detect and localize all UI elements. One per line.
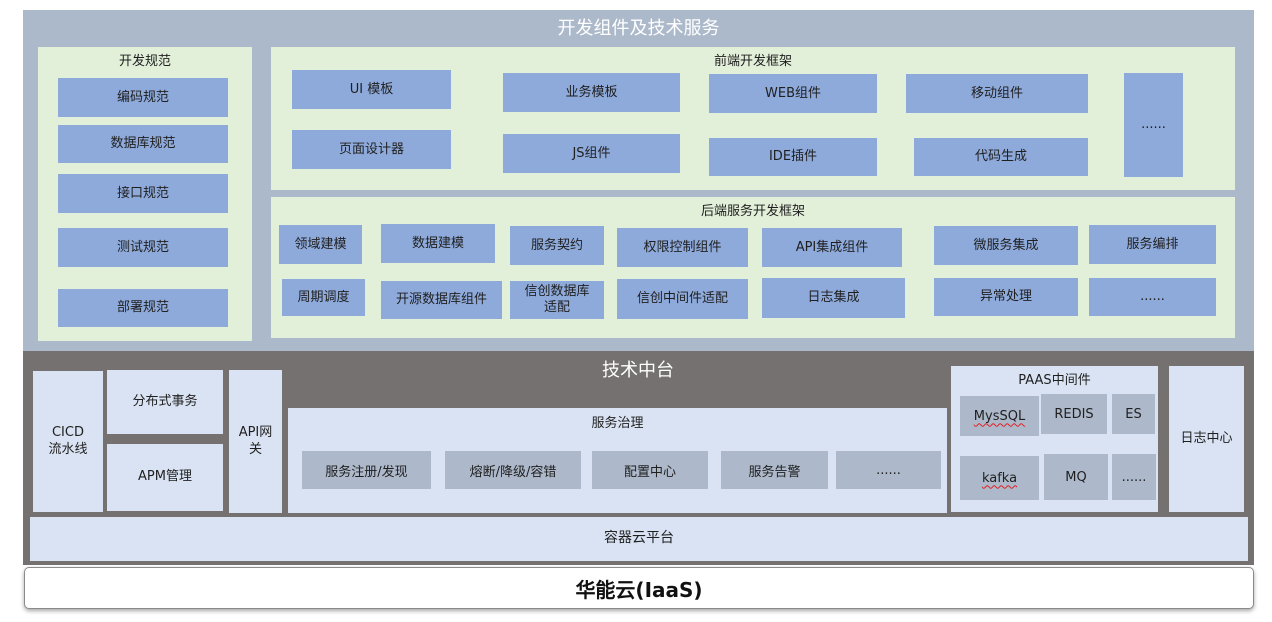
governance-item: 服务注册/发现 [302,451,431,489]
paas-item: MQ [1044,454,1108,500]
dev-spec-item: 测试规范 [58,228,228,267]
backend-item: 微服务集成 [934,226,1078,265]
frontend-item: UI 模板 [292,70,451,109]
log-center-box: 日志中心 [1169,366,1244,512]
backend-item: 信创中间件适配 [617,279,748,319]
frontend-item: 页面设计器 [292,130,451,169]
dev-spec-item: 数据库规范 [58,125,228,163]
backend-item: 服务契约 [510,226,604,265]
backend-item: 开源数据库组件 [381,281,502,319]
paas-item: ES [1112,394,1155,434]
frontend-item: ...... [1124,73,1183,177]
backend-item: 周期调度 [282,279,365,316]
governance-item: 熔断/降级/容错 [445,451,581,489]
dev-components-title: 开发组件及技术服务 [557,18,720,39]
tech-platform-title: 技术中台 [602,360,674,381]
frontend-item: 业务模板 [503,73,680,112]
backend-item: 数据建模 [381,224,495,263]
frontend-framework-title: 前端开发框架 [713,53,792,69]
frontend-item: 代码生成 [914,138,1088,176]
paas-item: ...... [1112,454,1156,500]
service-governance-title: 服务治理 [591,415,644,431]
dev-spec-item: 接口规范 [58,174,228,213]
cicd-pipeline-box: CICD 流水线 [33,371,103,512]
paas-item-label: MysSQL [973,408,1026,424]
governance-item: 服务告警 [721,451,828,489]
governance-item: ...... [836,451,941,489]
paas-item: MysSQL [960,396,1039,436]
frontend-item: IDE插件 [709,138,877,176]
iaas-cloud-bar: 华能云(IaaS) [24,567,1254,609]
frontend-item: 移动组件 [906,74,1088,113]
container-cloud-platform: 容器云平台 [30,517,1248,561]
backend-item: 领域建模 [279,225,362,264]
backend-item: 异常处理 [934,278,1078,316]
apm-box: APM管理 [107,444,223,511]
dev-spec-item: 部署规范 [58,289,228,327]
paas-item: REDIS [1041,394,1107,434]
dev-spec-title: 开发规范 [118,53,171,69]
governance-item: 配置中心 [592,451,708,489]
frontend-item: WEB组件 [709,74,877,113]
backend-item: API集成组件 [762,228,902,267]
frontend-item: JS组件 [503,134,680,173]
backend-item: 服务编排 [1089,225,1216,264]
backend-item: ...... [1089,278,1216,316]
paas-item-label: kafka [981,470,1018,486]
paas-item: kafka [960,456,1039,500]
dev-spec-item: 编码规范 [58,78,228,117]
backend-item: 信创数据库 适配 [510,281,604,319]
backend-framework-title: 后端服务开发框架 [700,203,805,219]
distributed-tx-box: 分布式事务 [107,370,223,434]
backend-item: 权限控制组件 [617,228,748,267]
api-gateway-box: API网 关 [229,370,282,513]
backend-item: 日志集成 [762,278,905,318]
paas-middleware-title: PAAS中间件 [1018,372,1091,388]
